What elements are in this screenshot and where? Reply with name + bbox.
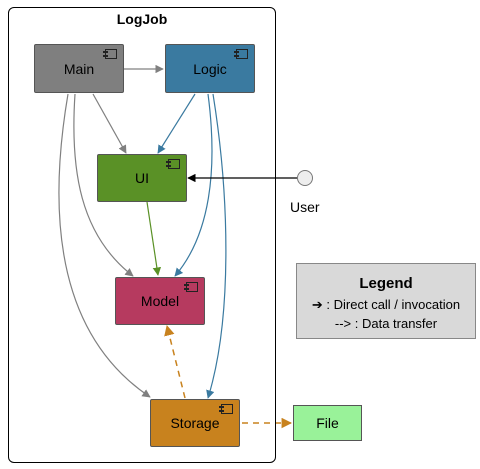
component-ui-label: UI bbox=[135, 170, 149, 186]
edge-logic-model bbox=[174, 93, 213, 277]
legend-line-data-transfer: --> : Data transfer bbox=[334, 316, 438, 331]
component-main[interactable]: Main bbox=[34, 44, 124, 93]
edge-logic-ui bbox=[157, 93, 196, 154]
user-actor-icon[interactable] bbox=[297, 170, 313, 186]
component-icon bbox=[166, 159, 180, 169]
edge-ui-model bbox=[146, 201, 162, 276]
user-label: User bbox=[290, 199, 320, 215]
component-model[interactable]: Model bbox=[115, 277, 205, 325]
component-icon bbox=[103, 49, 117, 59]
file-box[interactable]: File bbox=[293, 405, 362, 441]
edge-main-storage bbox=[58, 93, 151, 398]
component-main-label: Main bbox=[63, 60, 95, 77]
component-logic[interactable]: Logic bbox=[165, 44, 255, 93]
component-storage[interactable]: Storage bbox=[150, 399, 240, 447]
package-title: LogJob bbox=[116, 11, 168, 27]
edge-main-model bbox=[73, 93, 134, 277]
edge-logic-storage bbox=[206, 93, 227, 399]
component-icon bbox=[234, 49, 248, 59]
component-storage-label: Storage bbox=[170, 415, 220, 431]
component-icon bbox=[219, 404, 233, 414]
package-logjob: LogJob bbox=[8, 7, 276, 463]
component-icon bbox=[184, 282, 198, 292]
component-model-label: Model bbox=[140, 293, 180, 309]
edge-storage-model bbox=[164, 324, 186, 399]
legend-title: Legend bbox=[359, 275, 413, 292]
edge-main-ui bbox=[92, 93, 127, 154]
legend-box: Legend ➔ : Direct call / invocation --> … bbox=[296, 263, 476, 339]
component-logic-label: Logic bbox=[193, 60, 227, 77]
file-label: File bbox=[316, 415, 339, 431]
component-ui[interactable]: UI bbox=[97, 154, 187, 202]
legend-line-direct-call: ➔ : Direct call / invocation bbox=[311, 297, 461, 312]
